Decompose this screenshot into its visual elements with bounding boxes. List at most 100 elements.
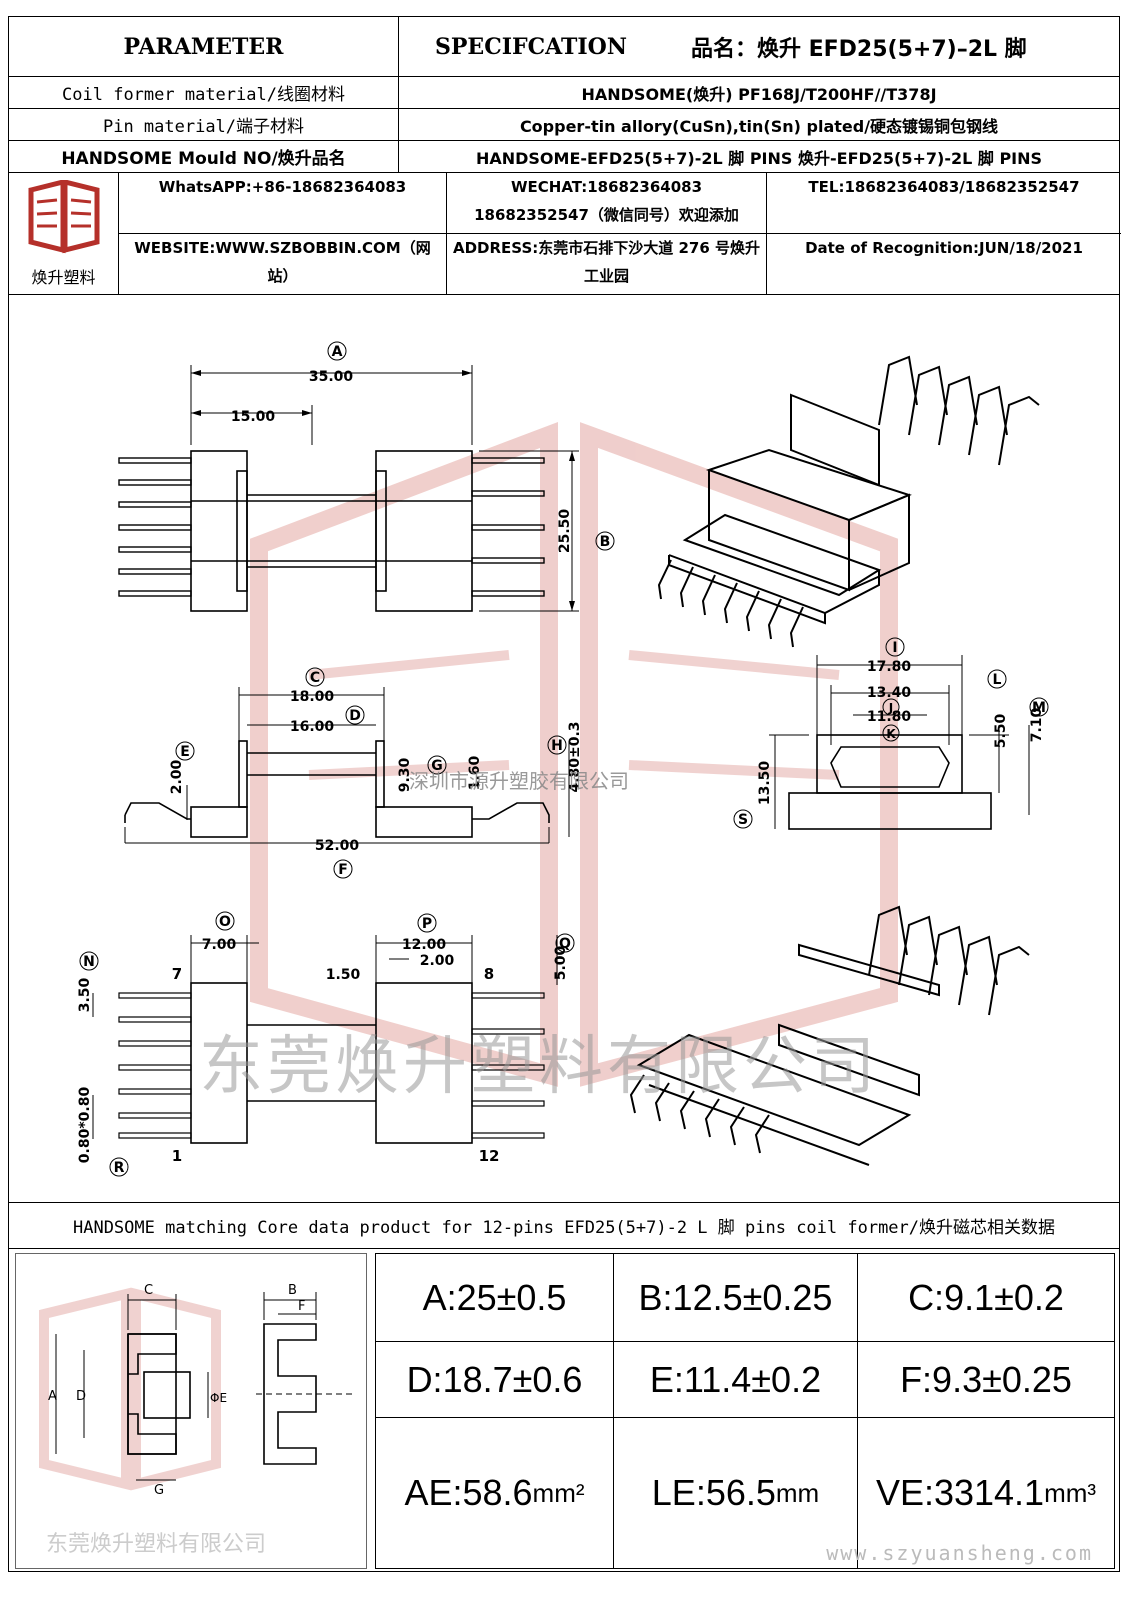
dim-q: 5.00: [553, 945, 569, 980]
circle-g: G: [427, 755, 447, 775]
core-label-c: C: [144, 1283, 153, 1298]
circle-j: J: [882, 698, 900, 716]
svg-text:L: L: [993, 672, 1002, 688]
svg-text:J: J: [888, 701, 893, 715]
core-label-b: B: [288, 1283, 297, 1298]
logo-mark-icon: [28, 180, 99, 254]
company-info: 焕升塑料 WhatsAPP:+86-18682364083 WECHAT:186…: [9, 173, 1121, 295]
dim-w150: 1.50: [326, 967, 361, 983]
core-param-a: A:25±0.5: [376, 1254, 614, 1342]
end-view: [788, 734, 992, 830]
core-param-d: D:18.7±0.6: [376, 1342, 614, 1418]
whatsapp-info: WhatsAPP:+86-18682364083: [119, 173, 447, 234]
svg-text:C: C: [310, 670, 320, 686]
dim-k1: 1.60: [467, 755, 483, 790]
top-view-right-pins: [471, 457, 545, 597]
circle-p: P: [417, 913, 437, 933]
iso-view-top: [668, 393, 912, 625]
circle-r: R: [109, 1157, 129, 1177]
core-label-g: G: [154, 1483, 164, 1498]
circle-k: K: [882, 724, 900, 742]
pin-material-label: Pin material/端子材料: [9, 109, 399, 140]
mould-no-value: HANDSOME-EFD25(5+7)-2L 脚 PINS 焕升-EFD25(5…: [475, 148, 1043, 168]
core-outline: A D C B F ΦE G: [39, 1283, 356, 1498]
core-drawing: A D C B F ΦE G 东莞焕升塑料有限公司: [15, 1253, 367, 1569]
drawing-lines: 35.00 15.00 25.50: [77, 341, 1049, 1177]
svg-text:I: I: [892, 640, 897, 656]
dim-o: 7.00: [202, 937, 237, 953]
circle-f: F: [333, 859, 353, 879]
logo-watermark-icon: [250, 421, 898, 1087]
dim-p: 12.00: [402, 937, 447, 953]
date-info: Date of Recognition:JUN/18/2021: [805, 239, 1083, 257]
dim-r: 0.80*0.80: [77, 1087, 93, 1164]
svg-text:P: P: [422, 916, 432, 932]
pin-8-label: 8: [484, 965, 494, 983]
bottom-view: [190, 982, 473, 1144]
technical-drawing: 35.00 15.00 25.50: [9, 295, 1119, 1203]
row-coil-material: Coil former material/线圈材料 HANDSOME(焕升) P…: [9, 77, 1119, 109]
dim-n: 3.50: [77, 977, 93, 1012]
svg-text:B: B: [600, 534, 611, 550]
dim-d: 16.00: [290, 719, 335, 735]
website-info: WEBSITE:WWW.SZBOBBIN.COM（网站）: [119, 234, 447, 295]
tel-info: TEL:18682364083/18682352547: [767, 173, 1121, 234]
pin-12-label: 12: [479, 1147, 500, 1165]
pin-material-value: Copper-tin allory(CuSn),tin(Sn) plated/硬…: [519, 116, 999, 136]
watermark-company-cn: 深圳市源升塑胶有限公司: [409, 769, 629, 793]
header-row: PARAMETER SPECIFCATION 品名：焕升 EFD25(5+7)–…: [9, 17, 1119, 77]
circle-q: Q: [555, 933, 575, 953]
dim-j: 13.40: [867, 685, 912, 701]
row-mould-no: HANDSOME Mould NO/焕升品名 HANDSOME-EFD25(5+…: [9, 141, 1119, 173]
svg-text:M: M: [1032, 700, 1046, 716]
specification-heading: SPECIFCATION: [435, 33, 627, 60]
svg-text:G: G: [431, 758, 443, 774]
company-logo: 焕升塑料: [9, 173, 119, 295]
dim-h: 4.80±0.3: [567, 721, 583, 792]
pin-1-label: 1: [172, 1147, 182, 1165]
bottom-view-pins: [118, 992, 545, 1139]
spec-heading-cell: SPECIFCATION 品名：焕升 EFD25(5+7)–2L 脚: [399, 17, 1119, 76]
svg-text:F: F: [338, 862, 348, 878]
core-param-e: E:11.4±0.2: [614, 1342, 858, 1418]
circle-e: E: [175, 741, 195, 761]
coil-material-value: HANDSOME(焕升) PF168J/T200HF//T378J: [581, 84, 937, 104]
dim-a15: 15.00: [231, 409, 276, 425]
core-label-f: F: [298, 1299, 305, 1314]
dim-s: 13.50: [757, 761, 773, 806]
circle-m: M: [1029, 697, 1049, 717]
svg-text:R: R: [114, 1160, 125, 1176]
footer-company-watermark: 东莞焕升塑料有限公司: [46, 1532, 267, 1557]
core-data-section: A D C B F ΦE G 东莞焕升塑料有限公司 A:25±0.5 B:12.…: [9, 1249, 1119, 1573]
svg-text:K: K: [886, 727, 896, 741]
row-pin-material: Pin material/端子材料 Copper-tin allory(CuSn…: [9, 109, 1119, 141]
dim-f: 52.00: [315, 838, 360, 854]
dim-i: 17.80: [867, 659, 912, 675]
svg-text:Q: Q: [559, 936, 571, 952]
core-data-title: HANDSOME matching Core data product for …: [9, 1203, 1119, 1249]
iso-bottom-view-pins: [629, 905, 1030, 1154]
side-view: [124, 740, 550, 838]
svg-text:E: E: [180, 744, 190, 760]
svg-text:O: O: [219, 914, 231, 930]
circle-h: H: [547, 735, 567, 755]
spec-sheet: PARAMETER SPECIFCATION 品名：焕升 EFD25(5+7)–…: [8, 16, 1121, 1573]
mould-no-label: HANDSOME Mould NO/焕升品名: [9, 141, 399, 172]
core-param-b: B:12.5±0.25: [614, 1254, 858, 1342]
dim-c: 18.00: [290, 689, 335, 705]
dim-a: 35.00: [309, 369, 354, 385]
circle-b: B: [595, 531, 615, 551]
parameter-heading: PARAMETER: [9, 17, 399, 76]
core-param-f: F:9.3±0.25: [858, 1342, 1114, 1418]
watermark-company-big: 东莞焕升塑料有限公司: [199, 1030, 879, 1104]
svg-text:A: A: [332, 344, 343, 360]
dim-g: 9.30: [397, 757, 413, 792]
footer-url-watermark: www.szyuansheng.com: [826, 1541, 1093, 1565]
core-label-d: D: [76, 1389, 86, 1404]
svg-text:N: N: [83, 954, 95, 970]
dim-k: 11.80: [867, 709, 912, 725]
address-info: ADDRESS:东莞市石排下沙大道 276 号焕升工业园: [447, 234, 767, 295]
circle-s: S: [733, 809, 753, 829]
